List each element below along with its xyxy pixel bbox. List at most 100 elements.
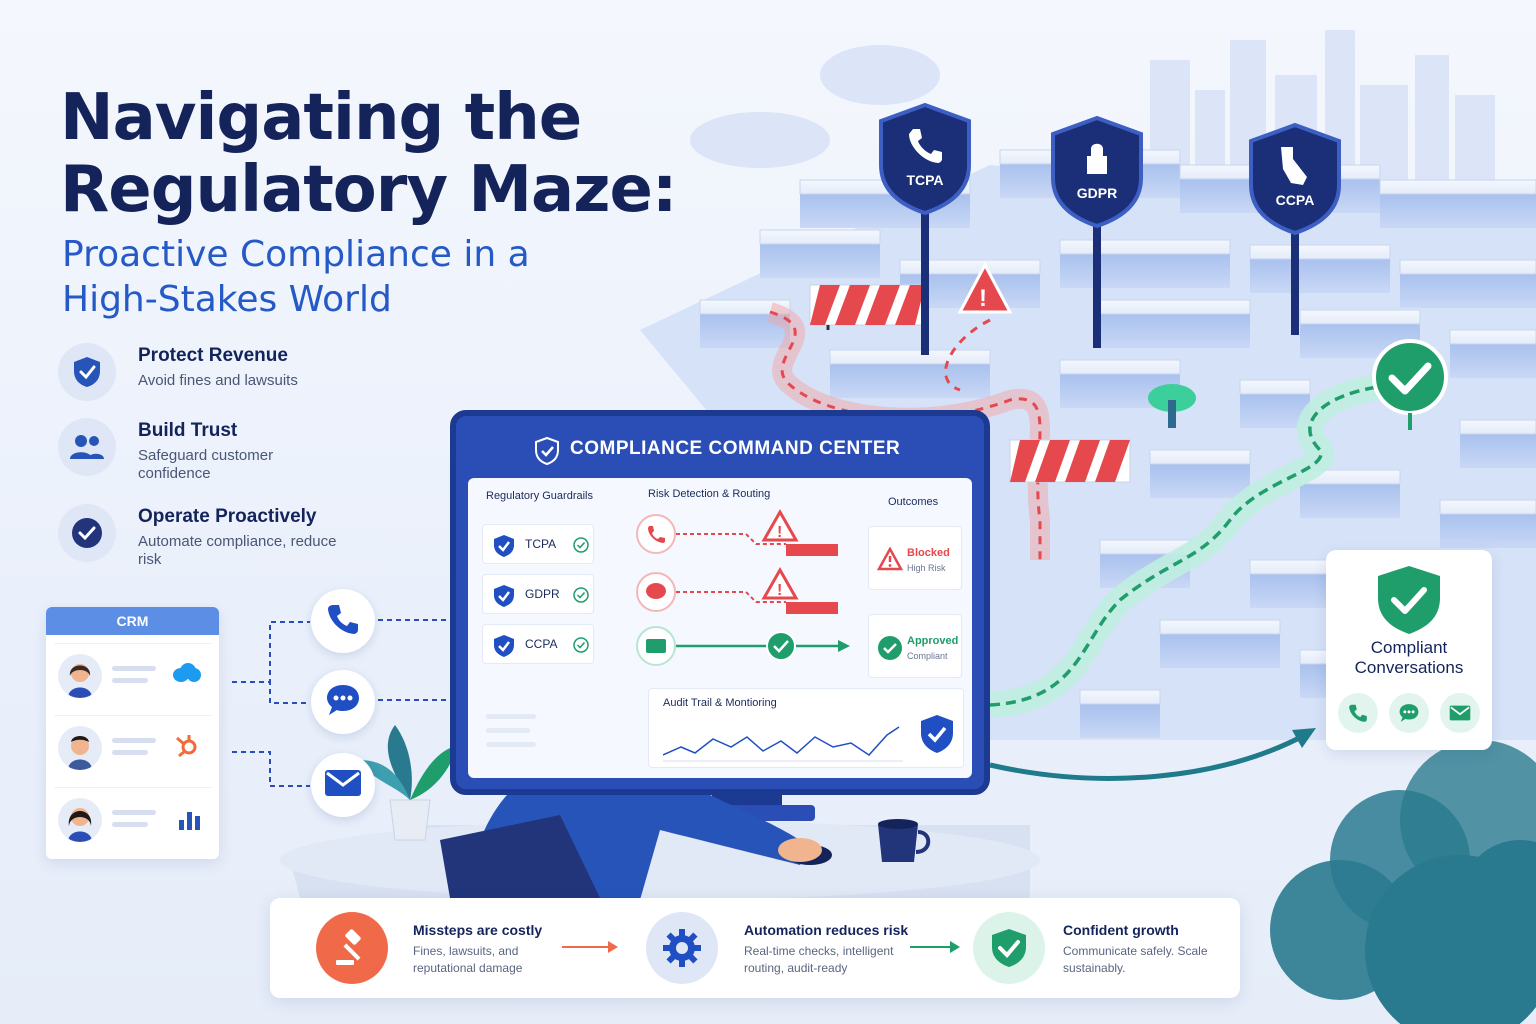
email-channel-button[interactable] <box>311 753 375 817</box>
blocked-label: Blocked <box>907 547 950 559</box>
crm-contact-row[interactable] <box>54 643 211 707</box>
approved-sublabel: Compliant <box>907 651 948 661</box>
outcomes-title: Outcomes <box>888 496 939 508</box>
list-placeholder <box>486 708 546 768</box>
arrow-right-icon <box>562 941 618 953</box>
phone-icon <box>1338 693 1378 733</box>
check-icon <box>573 587 589 603</box>
feature-title: Operate Proactively <box>138 506 317 527</box>
dashboard-title: COMPLIANCE COMMAND CENTER <box>570 438 901 459</box>
feature-desc: Safeguard customer confidence <box>138 447 274 482</box>
step-title: Confident growth <box>1063 922 1179 938</box>
regulation-shield-gdpr: GDPR <box>1051 115 1143 348</box>
salesforce-icon <box>172 662 202 689</box>
shield-check-icon <box>494 635 514 657</box>
shield-check-icon <box>973 912 1045 984</box>
title-line-2: Regulatory Maze: <box>60 153 677 227</box>
shield-icon <box>534 436 560 471</box>
outcome-blocked: Blocked High Risk <box>868 526 962 590</box>
summary-bar: Missteps are costly Fines, lawsuits, and… <box>270 898 1240 998</box>
people-icon <box>58 418 116 476</box>
guardrail-item[interactable]: GDPR <box>482 574 594 614</box>
subtitle-line-1: Proactive Compliance in a <box>62 234 530 275</box>
crm-contact-row[interactable] <box>54 715 211 779</box>
crm-title: CRM <box>46 607 219 635</box>
audit-trail-panel: Audit Trail & Montioring <box>648 688 964 768</box>
warning-icon <box>761 566 799 600</box>
step-desc: Fines, lawsuits, and reputational damage <box>413 944 523 975</box>
check-icon <box>766 631 796 661</box>
compliant-conversations-label: Compliant Conversations <box>1326 638 1492 678</box>
step-title: Missteps are costly <box>413 922 543 938</box>
outcome-approved: Approved Compliant <box>868 614 962 678</box>
title-line-1: Navigating the <box>60 81 582 155</box>
warning-icon: ! <box>957 261 1013 314</box>
risk-detection-title: Risk Detection & Routing <box>648 488 771 500</box>
svg-text:!: ! <box>777 524 782 541</box>
barricade-icon <box>809 284 926 330</box>
guardrail-item[interactable]: TCPA <box>482 524 594 564</box>
email-icon <box>646 639 666 653</box>
regulation-label: TCPA <box>906 172 943 188</box>
feature-operate-proactively: Operate Proactively Automate compliance,… <box>58 504 398 574</box>
guardrail-label: GDPR <box>525 587 560 601</box>
plant-icon <box>360 725 458 841</box>
risk-routing-diagram: ! ! <box>636 508 850 666</box>
phone-icon <box>909 129 942 163</box>
check-icon <box>573 637 589 653</box>
phone-icon <box>648 526 665 543</box>
crm-contact-row[interactable] <box>54 787 211 851</box>
guardrails-title: Regulatory Guardrails <box>486 490 593 502</box>
gear-icon <box>646 912 718 984</box>
shield-check-icon <box>494 535 514 557</box>
shield-check-icon <box>494 585 514 607</box>
regulation-label: GDPR <box>1077 185 1117 201</box>
crm-panel: CRM <box>46 607 219 859</box>
coffee-mug-icon <box>878 819 931 862</box>
gavel-icon <box>316 912 388 984</box>
feature-build-trust: Build Trust Safeguard customer confidenc… <box>58 418 398 488</box>
page-title: Navigating the Regulatory Maze: <box>60 82 680 226</box>
email-icon <box>324 769 362 802</box>
approved-label: Approved <box>907 635 959 647</box>
subtitle-line-2: High-Stakes World <box>62 279 392 320</box>
regulation-shield-tcpa: TCPA <box>879 102 971 355</box>
phone-channel-button[interactable] <box>311 589 375 653</box>
check-icon <box>573 537 589 553</box>
guardrail-item[interactable]: CCPA <box>482 624 594 664</box>
check-circle-icon <box>878 636 902 660</box>
email-icon <box>1440 693 1480 733</box>
step-desc: Real-time checks, intelligent routing, a… <box>744 944 894 975</box>
phone-icon <box>326 602 360 641</box>
result-line-1: Compliant <box>1370 638 1448 657</box>
page-subtitle: Proactive Compliance in a High-Stakes Wo… <box>62 232 582 322</box>
analytics-icon <box>178 806 202 835</box>
dashboard-screen: Regulatory Guardrails TCPA GDPR CCPA Ris… <box>468 478 972 778</box>
chat-icon <box>646 583 666 599</box>
success-check-icon <box>1372 339 1448 430</box>
shield-check-icon <box>1378 566 1440 634</box>
regulation-label: CCPA <box>1276 192 1315 208</box>
regulation-shield-ccpa: CCPA <box>1249 122 1341 335</box>
svg-text:!: ! <box>777 582 782 599</box>
guardrail-label: CCPA <box>525 637 558 651</box>
blocked-sublabel: High Risk <box>907 563 946 573</box>
audit-title: Audit Trail & Montioring <box>663 697 777 709</box>
feature-protect-revenue: Protect Revenue Avoid fines and lawsuits <box>58 343 398 413</box>
check-circle-icon <box>58 504 116 562</box>
feature-title: Protect Revenue <box>138 345 288 366</box>
compliant-conversations-card: Compliant Conversations <box>1326 550 1492 750</box>
step-desc: Communicate safely. Scale sustainably. <box>1063 944 1208 975</box>
result-line-2: Conversations <box>1354 658 1464 677</box>
feature-title: Build Trust <box>138 420 238 441</box>
guardrail-label: TCPA <box>525 537 557 551</box>
feature-desc: Automate compliance, reduce risk <box>138 533 337 568</box>
warning-icon <box>761 508 799 542</box>
shield-check-icon <box>58 343 116 401</box>
chat-channel-button[interactable] <box>311 670 375 734</box>
chat-icon <box>325 683 361 722</box>
avatar <box>58 654 102 698</box>
audit-sparkline <box>663 726 903 762</box>
arrow-right-icon <box>910 941 960 953</box>
california-icon <box>1281 147 1307 185</box>
